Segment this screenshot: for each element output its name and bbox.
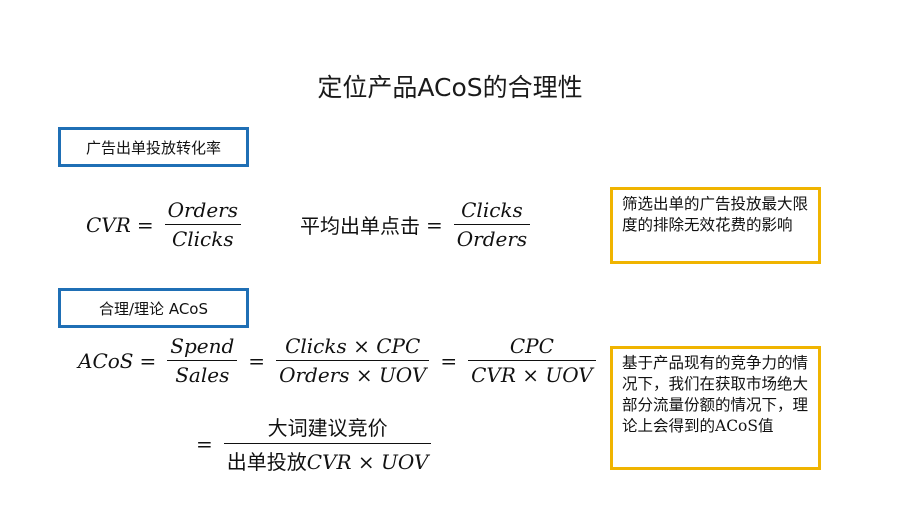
section-label-text: 合理/理论 ACoS (99, 299, 208, 318)
fraction-denominator: 出单投放CVR × UOV (224, 444, 432, 475)
fraction-denominator: Orders × UOV (279, 363, 427, 387)
section-label-text: 广告出单投放转化率 (85, 138, 221, 157)
fraction-bid-over-cvr-uov: 大词建议竞价 出单投放CVR × UOV (223, 412, 432, 475)
equals-sign: = (139, 348, 157, 373)
fraction-orders-over-clicks: Orders Clicks (164, 198, 241, 251)
fraction-numerator: 大词建议竞价 (267, 416, 388, 440)
fraction-denominator: Orders (456, 227, 528, 251)
fraction-bar (164, 224, 241, 225)
equals-sign: = (248, 348, 266, 373)
note-theoretical-acos: 基于产品现有的竞争力的情况下，我们在获取市场绝大部分流量份额的情况下，理论上会得… (610, 346, 821, 470)
fraction-denominator: Clicks (171, 227, 234, 251)
formula-cvr: CVR = Orders Clicks (86, 198, 246, 251)
fraction-numerator: CPC (509, 334, 554, 358)
fraction-numerator: Spend (170, 334, 235, 358)
fraction-clicks-over-orders: Clicks Orders (453, 198, 531, 251)
note-text: 筛选出单的广告投放最大限度的排除无效花费的影响 (622, 195, 809, 234)
section-label-theoretical-acos: 合理/理论 ACoS (58, 288, 249, 328)
formula-acos: ACoS = Spend Sales = Clicks × CPC Orders… (78, 334, 601, 387)
page-title: 定位产品ACoS的合理性 (317, 73, 583, 102)
fraction-bar (453, 224, 531, 225)
equals-sign: = (136, 212, 154, 237)
fraction-denominator: Sales (175, 363, 230, 387)
formula-acos-lhs: ACoS (78, 348, 134, 373)
fraction-numerator: Clicks × CPC (285, 334, 421, 358)
equals-sign: = (196, 431, 213, 456)
section-label-conversion-rate: 广告出单投放转化率 (58, 127, 249, 167)
fraction-clicks-cpc-over-orders-uov: Clicks × CPC Orders × UOV (276, 334, 430, 387)
denominator-suffix: CVR × UOV (306, 450, 429, 474)
equals-sign: = (440, 348, 458, 373)
fraction-cpc-over-cvr-uov: CPC CVR × UOV (468, 334, 596, 387)
fraction-bar (223, 443, 432, 444)
fraction-denominator: CVR × UOV (471, 363, 593, 387)
fraction-bar (276, 360, 430, 361)
denominator-prefix: 出单投放 (226, 450, 307, 474)
fraction-bar (468, 360, 596, 361)
formula-avg-lhs: 平均出单点击 (300, 214, 420, 238)
fraction-numerator: Clicks (461, 198, 523, 222)
note-filter-effective-ads: 筛选出单的广告投放最大限度的排除无效花费的影响 (610, 187, 821, 264)
fraction-numerator: Orders (167, 198, 238, 222)
fraction-bar (167, 360, 238, 361)
equals-sign: = (426, 212, 443, 237)
formula-cvr-lhs: CVR (86, 212, 131, 237)
formula-acos-bid: = 大词建议竞价 出单投放CVR × UOV (190, 412, 436, 475)
formula-avg-clicks-per-order: 平均出单点击 = Clicks Orders (300, 198, 535, 251)
note-text: 基于产品现有的竞争力的情况下，我们在获取市场绝大部分流量份额的情况下，理论上会得… (622, 354, 809, 435)
fraction-spend-over-sales: Spend Sales (167, 334, 238, 387)
